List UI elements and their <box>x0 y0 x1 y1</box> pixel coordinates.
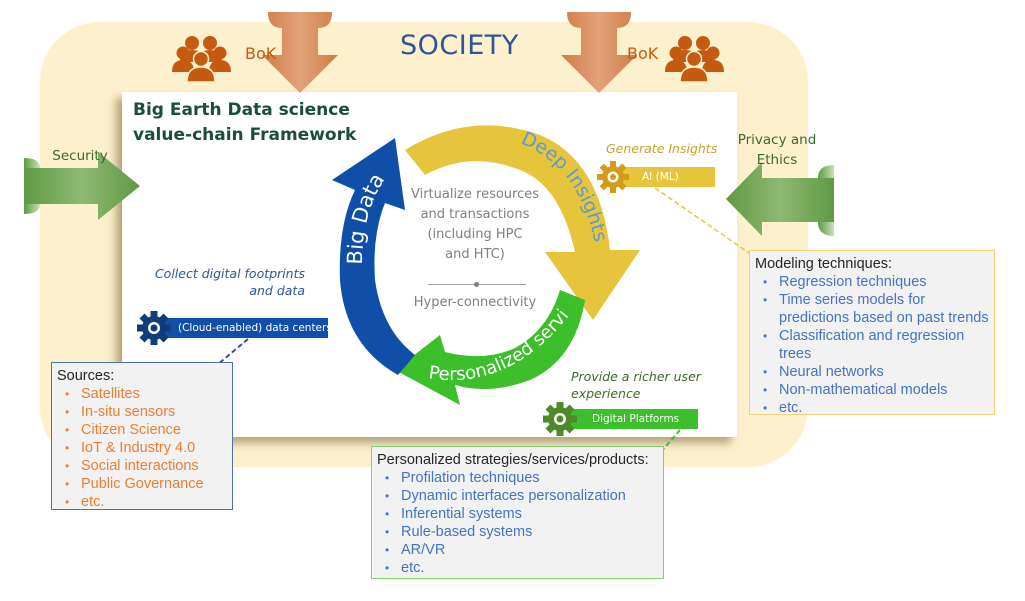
hyper-connectivity-label: Hyper-connectivity <box>413 295 537 310</box>
big-data-arrow <box>332 138 415 375</box>
list-item: Rule-based systems <box>377 523 658 541</box>
list-item: etc. <box>377 559 658 577</box>
center-line: (including HPC <box>427 227 523 242</box>
list-item: Inferential systems <box>377 505 658 523</box>
privacy-label-line1: Privacy and <box>737 132 817 148</box>
bok-arrow-left <box>262 12 338 93</box>
list-item: IoT & Industry 4.0 <box>57 439 227 457</box>
gear-icon-ai <box>597 161 629 193</box>
deep-insights-arrow <box>405 125 640 320</box>
modeling-connector <box>654 187 753 256</box>
list-item: Profilation techniques <box>377 469 658 487</box>
list-item: etc. <box>755 399 989 417</box>
center-line: and transactions <box>420 207 530 222</box>
collect-note-line1: Collect digital footprints <box>154 266 305 281</box>
list-item: Non-mathematical models <box>755 381 989 399</box>
list-item: etc. <box>57 493 227 511</box>
bok-label-right: BoK <box>627 44 659 63</box>
ai-ml-bar <box>620 167 715 187</box>
security-label: Security <box>52 148 108 164</box>
bok-label-left: BoK <box>245 44 277 63</box>
list-item: Classification and regression trees <box>755 327 989 363</box>
list-item: Time series models for predictions based… <box>755 291 989 327</box>
ai-ml-label: AI (ML) <box>642 171 679 183</box>
digital-platforms-label: Digital Platforms <box>592 413 680 425</box>
list-item: AR/VR <box>377 541 658 559</box>
center-line: and HTC) <box>445 247 505 262</box>
sources-connector <box>197 338 249 382</box>
list-item: Satellites <box>57 385 227 403</box>
framework-title-line2: value-chain Framework <box>133 125 357 145</box>
list-item: In-situ sensors <box>57 403 227 421</box>
data-centers-bar <box>148 318 328 338</box>
sources-title: Sources: <box>57 368 115 384</box>
provide-note: Provide a richer user experience <box>571 368 701 402</box>
digital-platforms-bar <box>568 409 698 429</box>
list-item: Regression techniques <box>755 273 989 291</box>
provide-note-line2: experience <box>571 386 641 401</box>
privacy-ethics-label: Privacy and Ethics <box>732 130 822 170</box>
gear-icon-data-centers <box>137 311 171 345</box>
list-item: Neural networks <box>755 363 989 381</box>
personalized-callout: Personalized strategies/services/product… <box>371 446 664 579</box>
center-line: Virtualize resources <box>410 187 540 202</box>
provide-note-line1: Provide a richer user <box>571 369 701 384</box>
list-item: Citizen Science <box>57 421 227 439</box>
people-group-icon-right <box>665 36 724 83</box>
privacy-arrow <box>726 162 834 236</box>
center-description: Virtualize resources and transactions (i… <box>385 185 565 265</box>
data-centers-label: (Cloud-enabled) data centers <box>178 322 332 334</box>
divider-dot <box>474 282 479 287</box>
security-arrow <box>24 152 140 220</box>
collect-note-line2: and data <box>249 283 305 298</box>
modeling-callout: Modeling techniques: Regression techniqu… <box>749 250 995 417</box>
bok-arrow-right <box>561 12 637 93</box>
list-item: Dynamic interfaces personalization <box>377 487 658 505</box>
list-item: Public Governance <box>57 475 227 493</box>
modeling-title: Modeling techniques: <box>755 256 893 272</box>
framework-title: Big Earth Data science value-chain Frame… <box>133 98 356 148</box>
list-item: Social interactions <box>57 457 227 475</box>
society-title: SOCIETY <box>400 30 519 61</box>
framework-title-line1: Big Earth Data science <box>133 100 350 120</box>
collect-note: Collect digital footprints and data <box>140 265 305 299</box>
people-group-icon-left <box>172 36 231 83</box>
privacy-label-line2: Ethics <box>756 152 798 168</box>
personalized-services-arrow <box>395 290 585 405</box>
gear-icon-digital-platforms <box>543 402 577 436</box>
personalized-title: Personalized strategies/services/product… <box>377 452 649 468</box>
sources-callout: Sources: Satellites In-situ sensors Citi… <box>51 362 233 511</box>
generate-insights-note: Generate Insights <box>606 141 718 156</box>
